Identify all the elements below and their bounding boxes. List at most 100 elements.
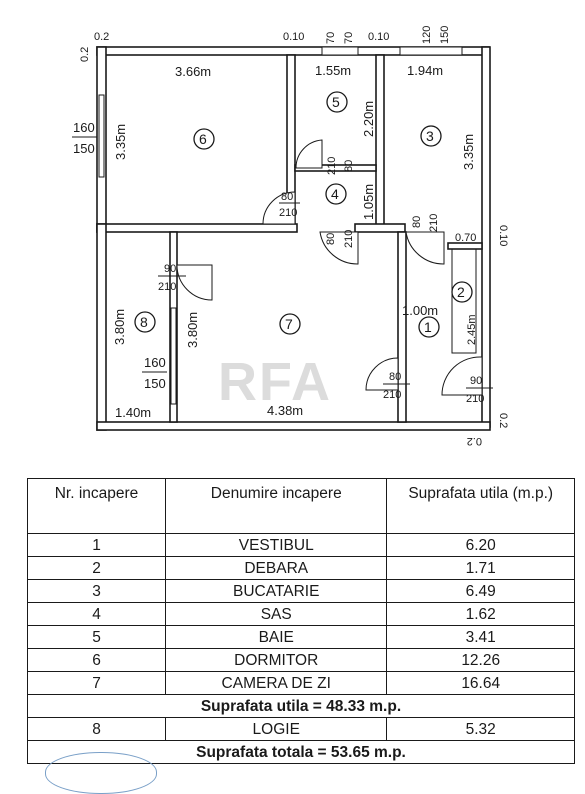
subtotal-row: Suprafata utila = 48.33 m.p. [27,694,575,718]
dimension-label: 1.94m [407,63,443,78]
table-row: 4 SAS 1.62 [26,602,575,626]
table-row: 6 DORMITOR 12.26 [26,648,575,672]
window-label: 160 [144,355,166,370]
room-area-cell: 1.62 [386,602,575,626]
room-nr-cell: 1 [26,533,167,557]
room-number: 1 [424,319,432,335]
walls [96,46,491,431]
room-number: 4 [331,186,339,202]
column-header: Nr. incapere [26,478,167,534]
door-label: 90 [164,263,176,275]
window-label: 150 [439,26,451,44]
door-label: 80 [389,371,401,383]
dimension-label: 1.40m [115,405,151,420]
room-name-cell: VESTIBUL [165,533,388,557]
room-area-cell: 12.26 [386,648,575,672]
room-area-cell: 16.64 [386,671,575,695]
door-label: 210 [428,214,440,232]
room-number: 2 [457,284,465,300]
room-area-cell: 5.32 [386,717,575,741]
column-header: Denumire incapere [165,478,388,534]
table-row: 2 DEBARA 1.71 [26,556,575,580]
wall-thickness-marks: 0.2 0.2 0.10 0.10 0.10 0.2 0.2 [79,31,509,447]
wall-mark: 0.10 [283,31,304,43]
table-header-row: Nr. incapere Denumire incapere Suprafata… [26,478,575,534]
watermark: RFA [218,352,332,412]
window-labels: 160 150 120 150 70 70 160 150 [72,26,451,391]
door-labels: 80 210 210 80 80 210 80 210 90 210 80 21… [158,157,493,405]
door-label: 210 [383,389,401,401]
door-label: 210 [466,393,484,405]
room-nr-cell: 5 [26,625,167,649]
door-label: 210 [326,157,338,175]
door-label: 210 [279,207,297,219]
room-area-cell: 6.20 [386,533,575,557]
window-label: 70 [343,32,355,44]
room-name-cell: BAIE [165,625,388,649]
room-nr-cell: 7 [26,671,167,695]
room-name-cell: SAS [165,602,388,626]
dimension-label: 3.66m [175,64,211,79]
table-row: 3 BUCATARIE 6.49 [26,579,575,603]
window-label: 160 [73,120,95,135]
wall-mark: 0.2 [467,435,482,447]
room-markers: 6 5 3 4 7 8 1 2 [134,91,473,338]
window-label: 120 [421,26,433,44]
dimension-label: 1.00m [402,303,438,318]
room-number: 5 [332,94,340,110]
room-number: 8 [140,314,148,330]
door-label: 90 [470,375,482,387]
dimension-label: 4.38m [267,403,303,418]
wall-mark: 0.2 [94,31,109,43]
dimension-label: 3.80m [112,309,127,345]
table-row: 8 LOGIE 5.32 [26,717,575,741]
window-label: 150 [144,376,166,391]
dimension-label: 1.05m [361,184,376,220]
room-dimensions: 3.66m 3.35m 1.55m 2.20m 1.94m 3.35m 1.05… [112,63,478,420]
area-table-wrapper: Nr. incapere Denumire incapere Suprafata… [26,478,575,764]
room-name-cell: LOGIE [165,717,388,741]
subtotal-cell: Suprafata utila = 48.33 m.p. [27,694,575,718]
dimension-label: 1.55m [315,63,351,78]
wall-mark: 0.10 [368,31,389,43]
door-label: 80 [281,191,293,203]
door-label: 80 [411,216,423,228]
stamp-seal [45,752,157,794]
room-name-cell: BUCATARIE [165,579,388,603]
dimension-label: 3.35m [461,134,476,170]
dimension-label: 2.45m [466,314,478,345]
room-nr-cell: 4 [26,602,167,626]
door-label: 210 [343,230,355,248]
room-number: 7 [285,316,293,332]
door-label: 80 [343,160,355,172]
door-label: 80 [325,233,337,245]
room-area-cell: 3.41 [386,625,575,649]
room-name-cell: DEBARA [165,556,388,580]
wall-mark: 0.10 [497,225,509,246]
room-name-cell: DORMITOR [165,648,388,672]
wall-mark: 0.2 [497,413,509,428]
window-label: 150 [73,141,95,156]
room-area-cell: 6.49 [386,579,575,603]
table-row: 7 CAMERA DE ZI 16.64 [26,671,575,695]
door-label: 210 [158,281,176,293]
window-label: 70 [325,32,337,44]
dimension-label: 3.80m [185,312,200,348]
room-nr-cell: 8 [26,717,167,741]
table-row: 1 VESTIBUL 6.20 [26,533,575,557]
room-number: 3 [426,128,434,144]
room-area-cell: 1.71 [386,556,575,580]
room-nr-cell: 6 [26,648,167,672]
column-header: Suprafata utila (m.p.) [386,478,575,534]
wall-mark: 0.2 [79,47,91,62]
dimension-label: 2.20m [361,101,376,137]
room-nr-cell: 2 [26,556,167,580]
dimension-label: 0.70 [455,232,476,244]
room-name-cell: CAMERA DE ZI [165,671,388,695]
doors [176,139,483,396]
table-row: 5 BAIE 3.41 [26,625,575,649]
room-nr-cell: 3 [26,579,167,603]
windows [98,46,463,405]
area-table: Nr. incapere Denumire incapere Suprafata… [26,478,575,764]
floor-plan: RFA 6 [72,26,509,447]
